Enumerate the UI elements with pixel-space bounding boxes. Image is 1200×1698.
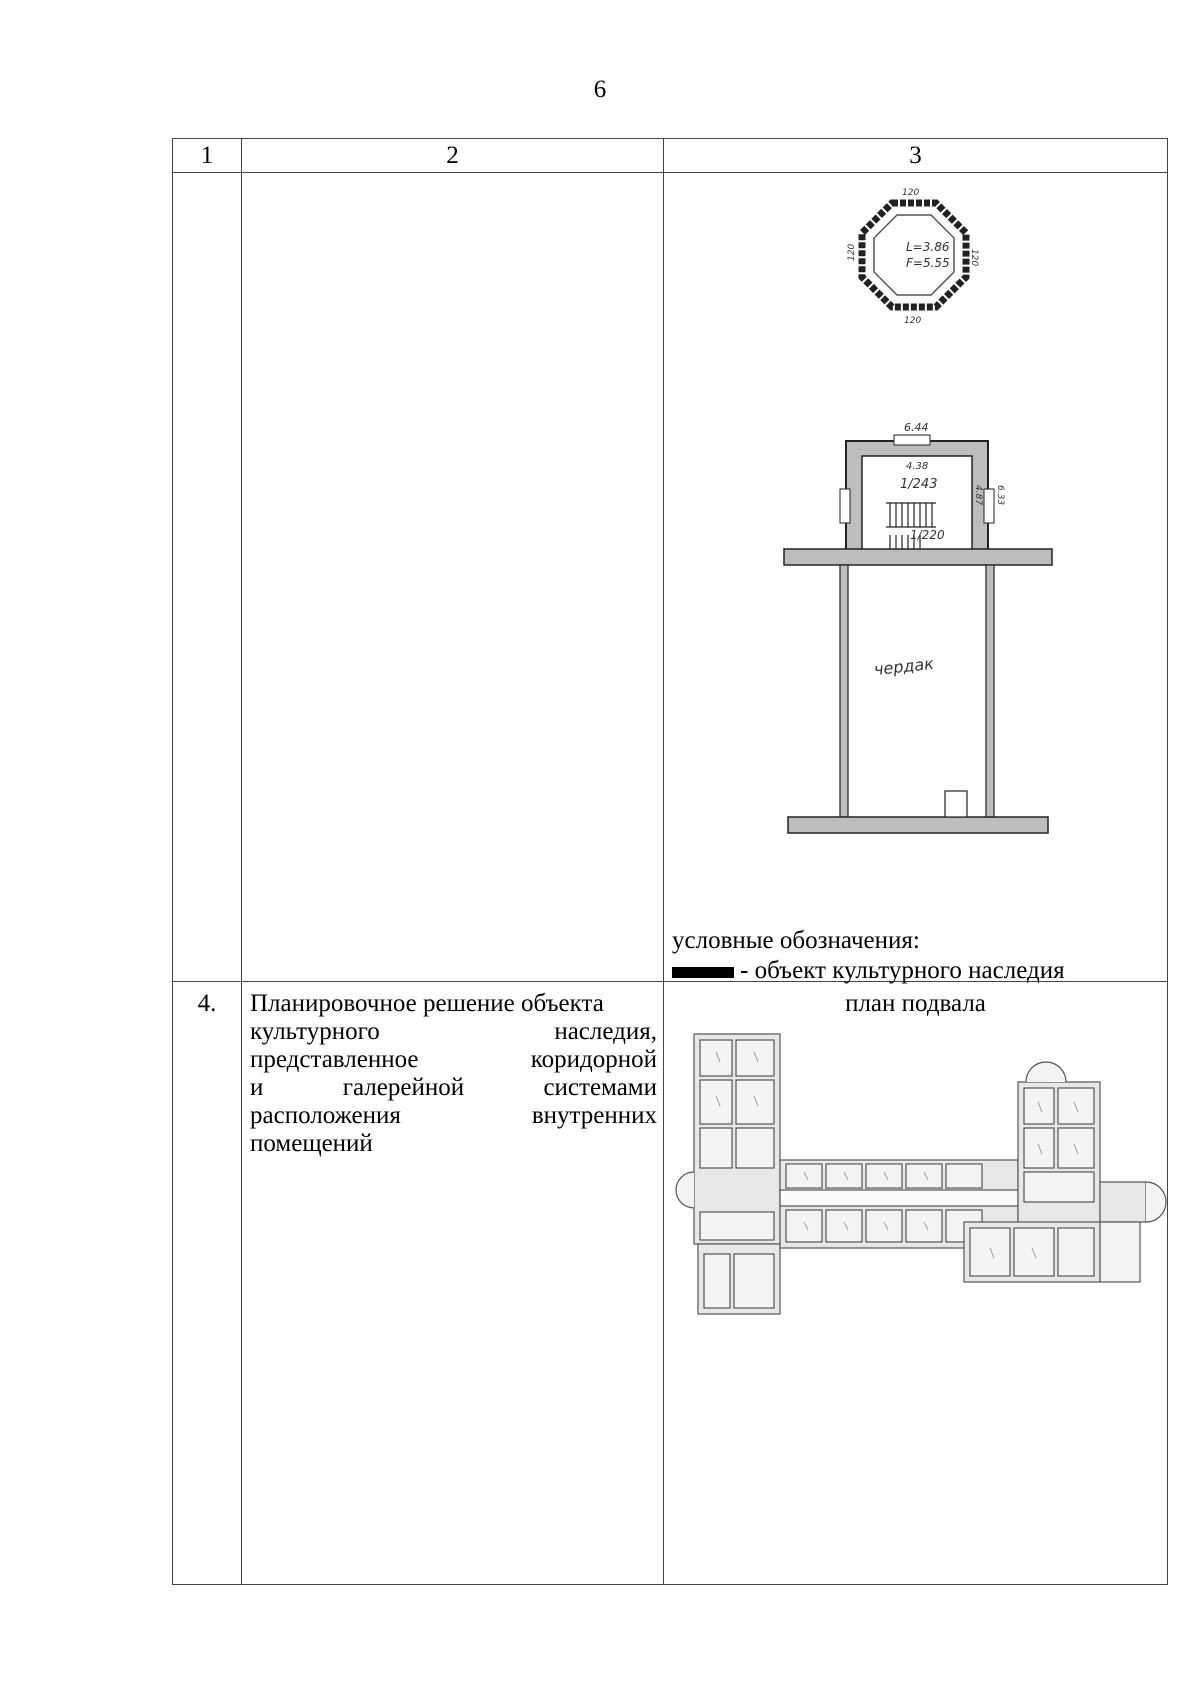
tower-room-plan: 6.44 4.38 1/243 1/220 4.87 6.33 xyxy=(839,421,1005,564)
basement-plan-cell: план подвала xyxy=(663,981,1168,1585)
legend-title: условные обозначения: xyxy=(672,927,920,954)
octagon-edge-label-4: 120 xyxy=(969,249,979,266)
desc-line-1: Планировочное решение объекта xyxy=(250,990,604,1017)
room-label-2: 1/220 xyxy=(910,528,945,542)
header-col-1: 1 xyxy=(172,138,242,173)
header-col-2: 2 xyxy=(241,138,664,173)
octagon-tower-plan: L=3.86 F=5.55 120 120 120 120 xyxy=(847,188,979,326)
page-number: 6 xyxy=(593,76,607,103)
dim-inner-width: 4.38 xyxy=(906,461,928,472)
attic-plan-drawing: L=3.86 F=5.55 120 120 120 120 xyxy=(783,188,1053,834)
dim-side-2: 6.33 xyxy=(995,485,1005,505)
octagon-edge-label-1: 120 xyxy=(902,188,919,198)
header-col-3: 3 xyxy=(663,138,1168,173)
legend-text: - объект культурного наследия xyxy=(740,957,1065,984)
basement-plan-title: план подвала xyxy=(845,990,986,1017)
legend-swatch xyxy=(672,966,734,978)
table-row-4: 4. Планировочное решение объекта культур… xyxy=(172,981,1168,1585)
dim-side-1: 4.87 xyxy=(973,485,983,505)
dim-top-width: 6.44 xyxy=(904,421,929,434)
desc-line-6: помещений xyxy=(250,1130,373,1157)
description-cell: Планировочное решение объекта культурног… xyxy=(241,981,664,1585)
attic-room-plan: чердак xyxy=(783,548,1053,834)
basement-plan-drawing xyxy=(675,1033,1167,1315)
description-cell-empty xyxy=(241,172,664,982)
octagon-label-1: L=3.86 xyxy=(906,240,950,254)
octagon-edge-label-3: 120 xyxy=(847,244,857,261)
attic-label: чердак xyxy=(873,654,935,679)
row-number: 4. xyxy=(172,981,242,1585)
octagon-edge-label-2: 120 xyxy=(904,316,921,326)
table-header-row: 1 2 3 xyxy=(172,138,1168,173)
drawing-cell: L=3.86 F=5.55 120 120 120 120 xyxy=(663,172,1168,985)
document-table: 1 2 3 L=3.86 F=5.55 120 120 120 120 xyxy=(172,138,1168,1585)
table-row-attic: L=3.86 F=5.55 120 120 120 120 xyxy=(172,172,1168,985)
room-label-1: 1/243 xyxy=(900,477,937,492)
row-number-cell-empty xyxy=(172,172,242,982)
legend-item: - объект культурного наследия xyxy=(672,957,1065,985)
octagon-label-2: F=5.55 xyxy=(906,256,950,270)
